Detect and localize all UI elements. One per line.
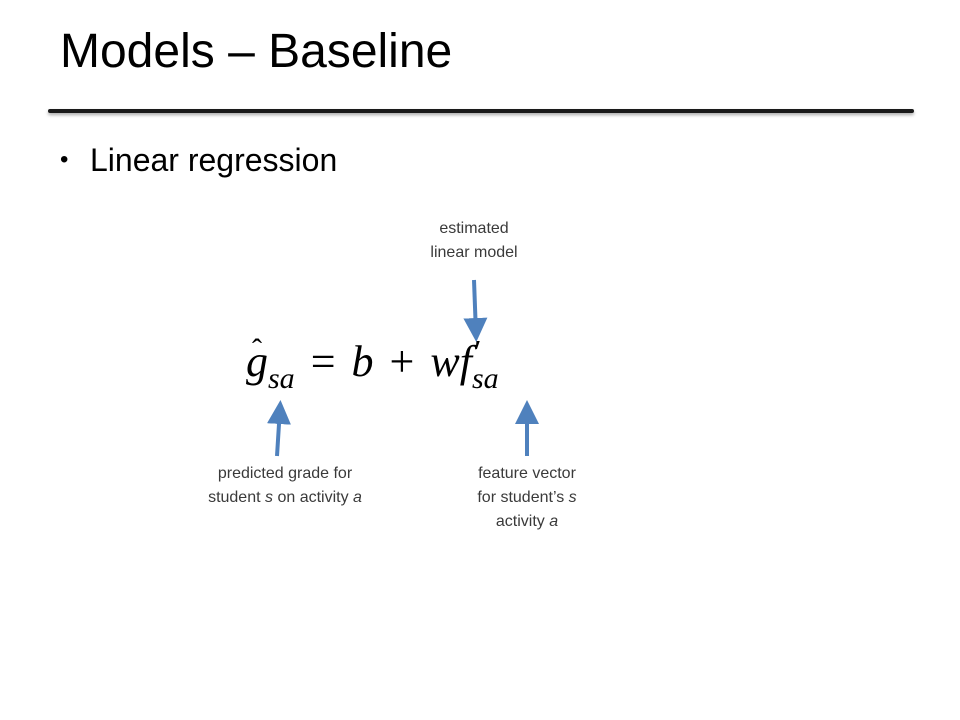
annotation-feature-vector: feature vector for student’s s activity … xyxy=(432,462,622,534)
annotation-right-line1: feature vector xyxy=(478,465,576,482)
formula-lhs-subscript: sa xyxy=(268,362,295,395)
bullet-marker: • xyxy=(60,146,69,173)
formula-bias: b xyxy=(351,337,374,386)
annotation-left-line2-mid: on activity xyxy=(273,489,354,506)
annotation-left-line2-pre: student xyxy=(208,489,265,506)
arrow-up-to-predicted-grade xyxy=(267,400,291,457)
annotation-left-line1: predicted grade for xyxy=(217,465,353,482)
annotation-right-a: a xyxy=(549,513,559,530)
formula-equals: = xyxy=(310,337,336,386)
annotation-predicted-grade: predicted grade for student s on activit… xyxy=(160,462,410,510)
annotation-left-a: a xyxy=(353,489,362,506)
formula-feature-scripts: ′sa xyxy=(472,336,499,394)
formula-weight: w xyxy=(430,337,460,386)
annotation-right-line2-pre: for student’s xyxy=(477,489,569,506)
title-divider xyxy=(48,109,914,113)
hat-accent: ˆ xyxy=(252,333,262,366)
slide-title: Models – Baseline xyxy=(60,25,453,78)
annotation-top-line2: linear model xyxy=(430,244,518,261)
formula-feature-subscript: sa xyxy=(471,362,499,395)
formula-feature: f xyxy=(459,337,472,386)
formula-prime: ′ xyxy=(473,334,482,371)
annotation-estimated-linear-model: estimated linear model xyxy=(384,217,564,265)
bullet-text: Linear regression xyxy=(90,142,338,178)
arrow-down-to-weight xyxy=(463,279,488,342)
bullet-item: • Linear regression xyxy=(60,140,337,182)
annotation-left-s: s xyxy=(265,489,273,506)
annotation-right-s: s xyxy=(568,489,577,506)
formula-g: g xyxy=(246,337,268,386)
annotation-top-line1: estimated xyxy=(439,220,509,237)
formula-plus: + xyxy=(389,337,415,386)
annotation-right-line3: activity xyxy=(495,513,550,530)
